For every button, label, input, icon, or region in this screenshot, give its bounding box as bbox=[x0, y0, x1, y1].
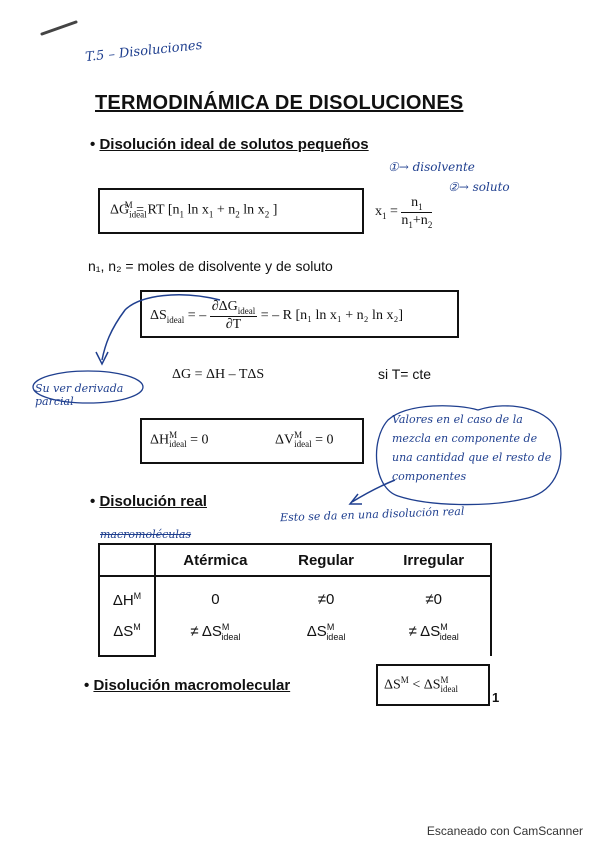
moles-definition: n₁, n₂ = moles de disolvente y de soluto bbox=[88, 258, 333, 274]
entropy-equation-box bbox=[140, 290, 459, 338]
page-number: 1 bbox=[492, 690, 500, 705]
scanner-footer: Escaneado con CamScanner bbox=[426, 824, 583, 838]
gibbs-equation-box bbox=[98, 188, 364, 234]
table-corner bbox=[98, 543, 156, 577]
table-cell: ≠ ΔSMideal bbox=[190, 622, 241, 642]
page-title: TERMODINÁMICA DE DISOLUCIONES bbox=[95, 92, 464, 114]
constant-temperature-condition: si T= cte bbox=[378, 366, 432, 382]
section-real: • Disolución real bbox=[90, 493, 207, 510]
header-note: T.5 – Disoluciones bbox=[84, 37, 204, 66]
macromolecular-inequality: ΔSM < ΔSMideal bbox=[384, 675, 459, 695]
bullet: • bbox=[84, 677, 90, 694]
annotation-solute: ②→ soluto bbox=[448, 180, 510, 194]
annotation-cloud: Valores en el caso de la mezcla en compo… bbox=[392, 413, 552, 483]
table-header: Irregular bbox=[377, 543, 492, 577]
bullet: • bbox=[90, 493, 96, 510]
section-ideal: • Disolución ideal de solutos pequeños bbox=[90, 136, 369, 153]
gibbs-equation: ΔGidealM = RT [n1 ln x1 + n2 ln x2 ] bbox=[110, 200, 278, 220]
derivative-arrow bbox=[32, 294, 221, 404]
macromolecular-inequality-box bbox=[376, 664, 490, 706]
table-cell: ≠0 bbox=[317, 591, 335, 608]
annotation-derivative: Su ver derivada parcial bbox=[35, 382, 124, 408]
enthalpy-equation: ΔHMideal = 0 bbox=[150, 430, 209, 450]
mole-fraction-equation: x1 = n1 n1+n2 bbox=[375, 195, 433, 230]
real-solution-arrow bbox=[348, 479, 396, 505]
pen-stroke-mark bbox=[40, 20, 78, 36]
section-macromolecular-title: Disolución macromolecular bbox=[93, 677, 291, 694]
section-real-title: Disolución real bbox=[99, 493, 207, 510]
table-cell: ≠ ΔSMideal bbox=[377, 622, 492, 656]
annotation-real: Esto se da en una disolución real bbox=[279, 504, 465, 525]
annotation-solvent: ①→ disolvente bbox=[388, 160, 475, 174]
entropy-equation: ΔSideal = – ∂ΔGideal ∂T = – R [n₁ ln x₁ … bbox=[150, 299, 403, 332]
table-row: ΔSM ≠ ΔSMideal ΔSMideal ≠ ΔSMideal bbox=[98, 622, 492, 657]
real-solution-table: Atérmica Regular Irregular ΔHM 0 ≠0 ≠0 Δ… bbox=[98, 543, 492, 657]
table-header: Regular bbox=[274, 543, 378, 577]
enthalpy-volume-box bbox=[140, 418, 364, 464]
table-cell: ≠0 bbox=[377, 576, 492, 622]
gibbs-relation-equation: ΔG = ΔH – TΔS bbox=[172, 367, 265, 382]
section-ideal-title: Disolución ideal de solutos pequeños bbox=[99, 136, 369, 153]
cloud-outline bbox=[375, 405, 562, 506]
annotation-crossed-out: macromoléculas bbox=[100, 528, 192, 541]
row-label: ΔHM bbox=[98, 576, 156, 622]
table-header: Atérmica bbox=[155, 543, 275, 577]
section-macromolecular: • Disolución macromolecular bbox=[84, 677, 290, 694]
bullet: • bbox=[90, 136, 96, 153]
table-row: ΔHM 0 ≠0 ≠0 bbox=[98, 576, 492, 622]
volume-equation: ΔVMideal = 0 bbox=[275, 430, 334, 450]
table-cell: 0 bbox=[211, 591, 220, 608]
table-cell: ΔSMideal bbox=[306, 622, 346, 642]
table-header-row: Atérmica Regular Irregular bbox=[98, 543, 492, 577]
row-label: ΔSM bbox=[98, 622, 156, 657]
